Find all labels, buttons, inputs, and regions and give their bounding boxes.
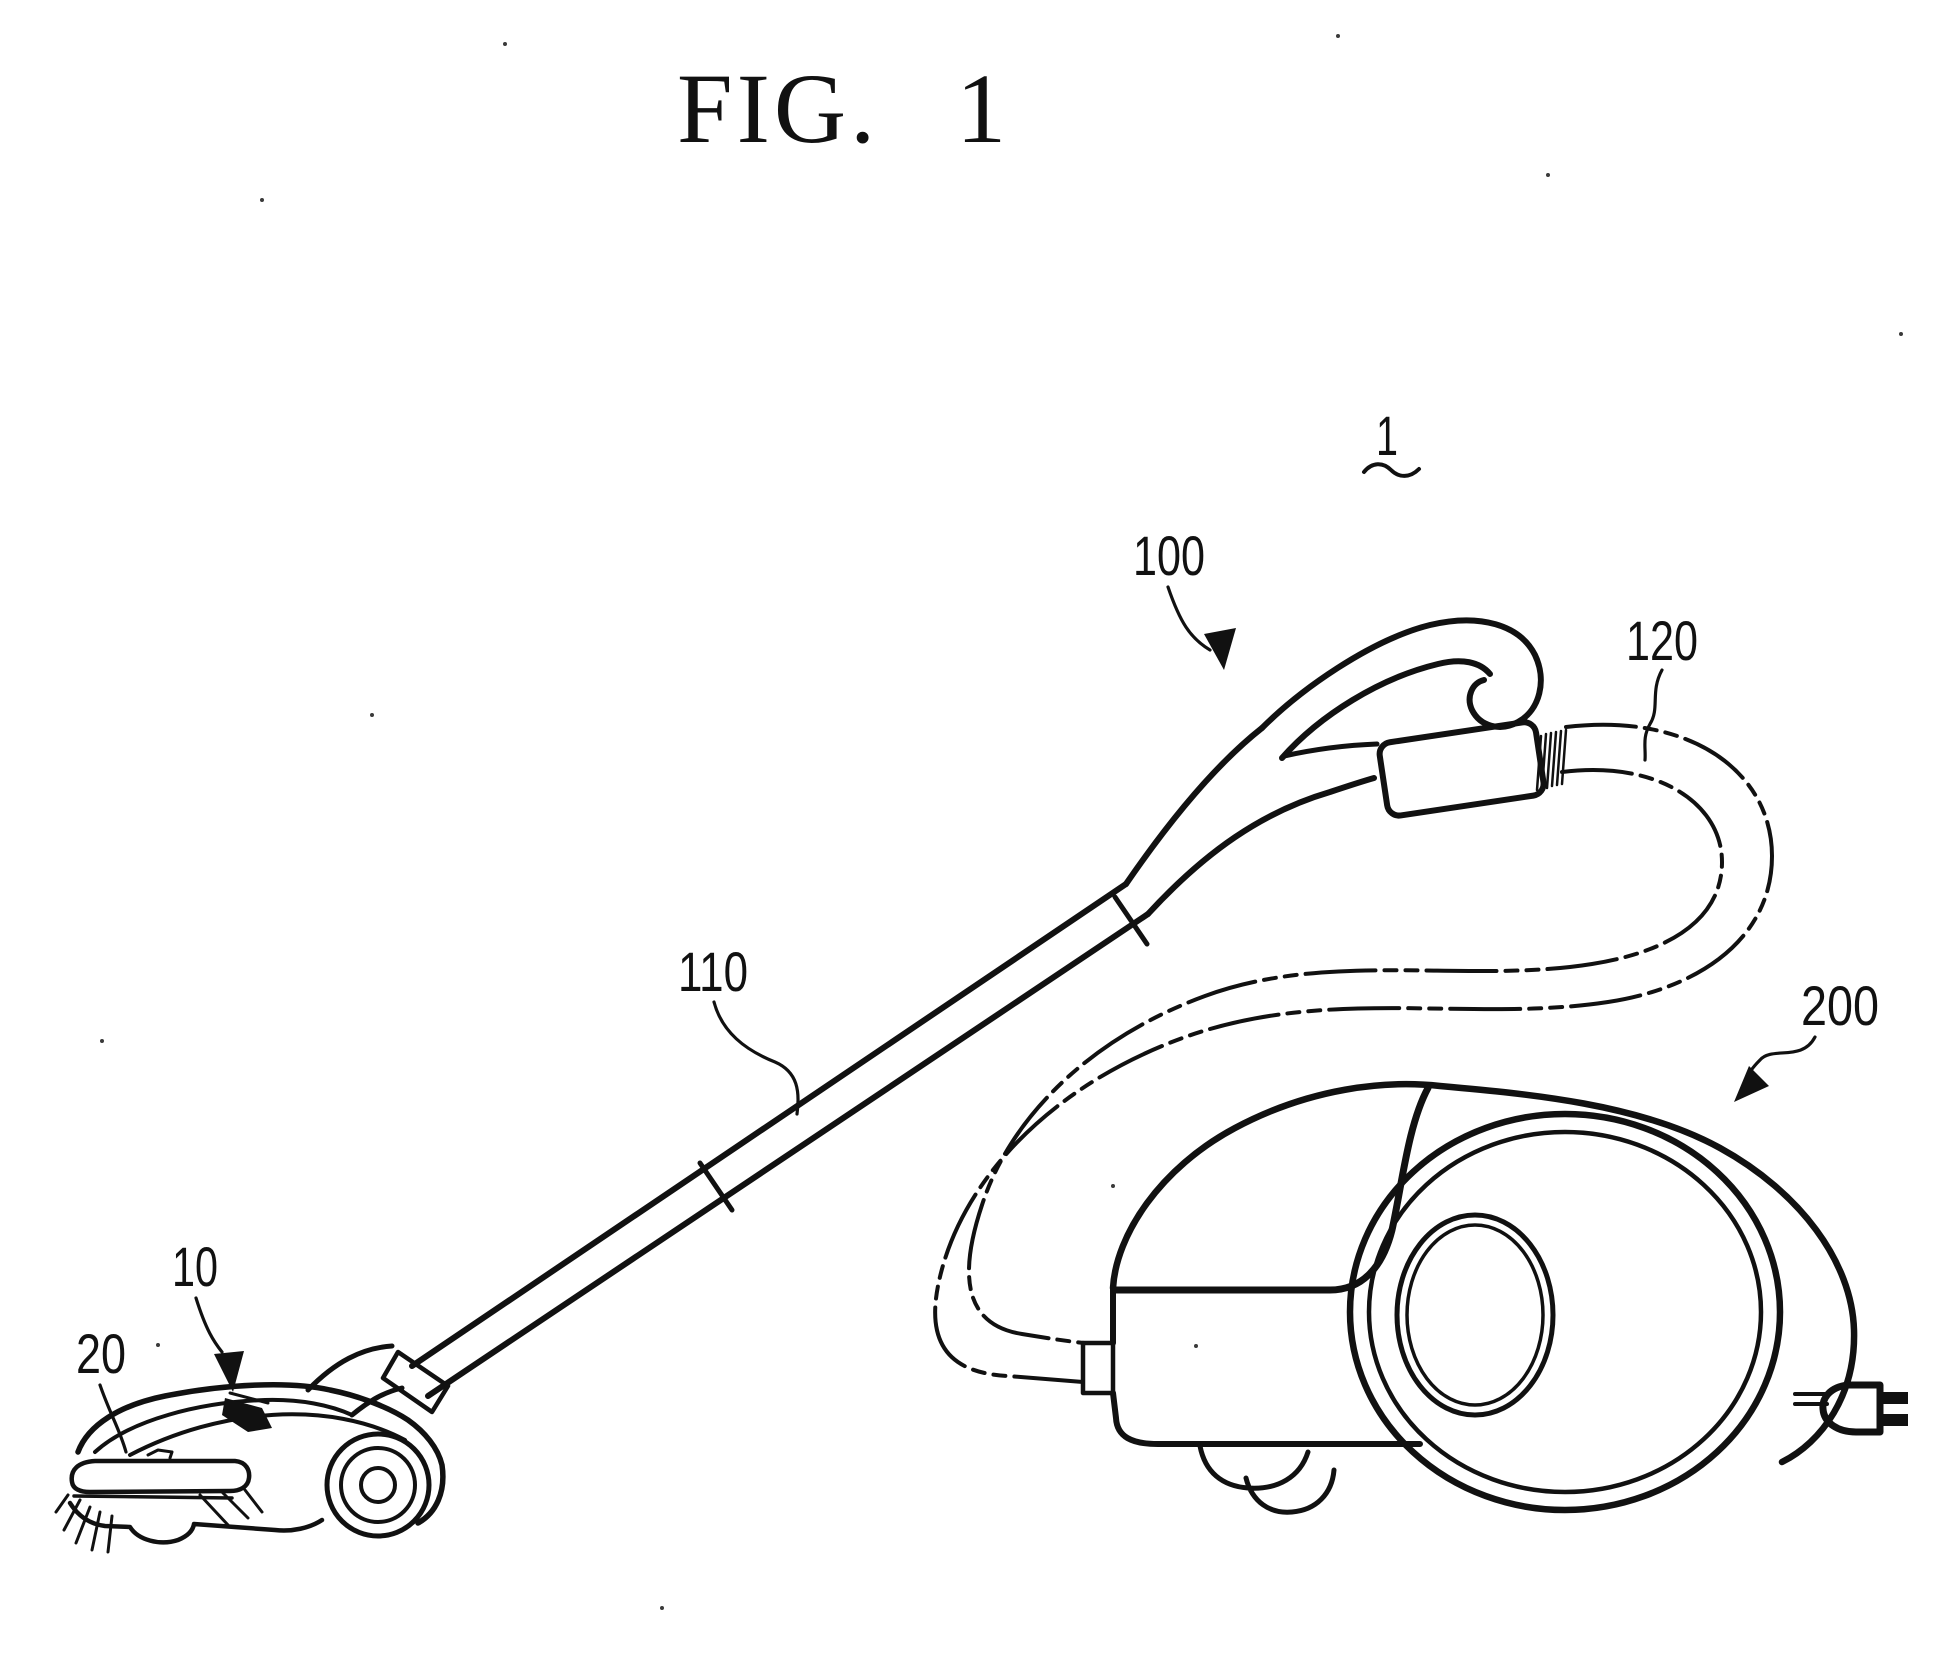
brush-neck-left bbox=[305, 1343, 395, 1393]
grip-to-connector-line bbox=[1281, 741, 1380, 759]
ref-leader-200 bbox=[1746, 1035, 1817, 1080]
brush-bumper-lower-line bbox=[72, 1494, 234, 1500]
grip-upper-line bbox=[1123, 725, 1265, 887]
plug-body bbox=[1819, 1381, 1884, 1436]
wand-base-collar bbox=[380, 1349, 451, 1415]
ref-label-200: 200 bbox=[1801, 974, 1879, 1037]
brush-dome-inner-line bbox=[93, 1397, 354, 1454]
wheel-hub-inner bbox=[1405, 1223, 1545, 1407]
brush-top-clip bbox=[146, 1448, 174, 1460]
brush-dome-sweep-line bbox=[128, 1412, 407, 1457]
brush-base-plate bbox=[67, 1500, 325, 1545]
hose-inner-wall bbox=[967, 768, 1724, 1345]
wand-joint-lower bbox=[697, 1160, 735, 1213]
wand-upper-line bbox=[409, 881, 1129, 1369]
wheel-hub-outer bbox=[1394, 1212, 1556, 1418]
hose-outer-wall bbox=[933, 722, 1774, 1384]
handle-loop-outer bbox=[1259, 617, 1544, 731]
ref-label-10: 10 bbox=[172, 1235, 218, 1298]
ref-label-20: 20 bbox=[76, 1322, 126, 1385]
wand-lower-line bbox=[425, 911, 1151, 1399]
wheel-outer-rim bbox=[1346, 1110, 1784, 1514]
rear-wheel bbox=[1346, 1110, 1784, 1514]
plug-prong-bottom bbox=[1880, 1414, 1908, 1426]
plug-prong-top bbox=[1880, 1392, 1908, 1404]
ref-label-1-tilde bbox=[1362, 462, 1421, 478]
wand-joint-upper bbox=[1112, 894, 1150, 947]
ref-label-100: 100 bbox=[1133, 524, 1205, 587]
wheel-inner-rim bbox=[1366, 1129, 1764, 1495]
brush-strut-lines bbox=[198, 1488, 264, 1527]
ref-label-120: 120 bbox=[1626, 609, 1698, 672]
ref-arrowhead-10 bbox=[214, 1351, 244, 1392]
brush-wheel-mid bbox=[339, 1446, 417, 1524]
hose-connector-block bbox=[1376, 719, 1547, 819]
canister-outline bbox=[1109, 1080, 1858, 1466]
ref-leader-20 bbox=[98, 1383, 128, 1454]
canister-seam bbox=[1112, 1084, 1432, 1294]
brush-head bbox=[54, 1343, 451, 1554]
canister-body bbox=[1080, 1080, 1858, 1515]
hose-inlet-fitting bbox=[1080, 1340, 1116, 1396]
ref-label-1: 1 bbox=[1376, 404, 1398, 467]
ref-arrowhead-100 bbox=[1204, 628, 1236, 670]
ref-leader-120 bbox=[1643, 668, 1664, 762]
handle-loop-inner bbox=[1279, 658, 1493, 761]
brush-latch-line bbox=[228, 1391, 270, 1405]
brush-dome-outline bbox=[75, 1382, 446, 1526]
ref-leader-110 bbox=[712, 1000, 800, 1116]
figure-title: FIG. 1 bbox=[677, 53, 1010, 164]
scan-speckles bbox=[100, 34, 1903, 1610]
brush-wheel-hub bbox=[359, 1466, 397, 1504]
ref-leader-10 bbox=[194, 1296, 224, 1354]
hose-cuff-ribs bbox=[1535, 728, 1568, 792]
suction-hose bbox=[933, 722, 1774, 1384]
brush-bumper bbox=[69, 1458, 252, 1495]
handle-assembly bbox=[1123, 617, 1568, 917]
brush-bristles bbox=[54, 1493, 114, 1554]
brush-wheel-outer bbox=[324, 1431, 432, 1539]
canister-left-edge bbox=[1110, 1285, 1423, 1447]
reference-labels: 1 100 120 110 200 10 20 bbox=[76, 404, 1879, 1454]
ref-leader-100 bbox=[1166, 585, 1212, 652]
ref-arrowhead-200 bbox=[1734, 1066, 1769, 1102]
brush-latch bbox=[222, 1398, 272, 1432]
grip-lower-line bbox=[1145, 775, 1377, 917]
power-cord-plug bbox=[1793, 1381, 1908, 1436]
ref-label-110: 110 bbox=[678, 940, 748, 1003]
extension-wand bbox=[409, 881, 1151, 1399]
front-caster bbox=[1197, 1443, 1337, 1515]
